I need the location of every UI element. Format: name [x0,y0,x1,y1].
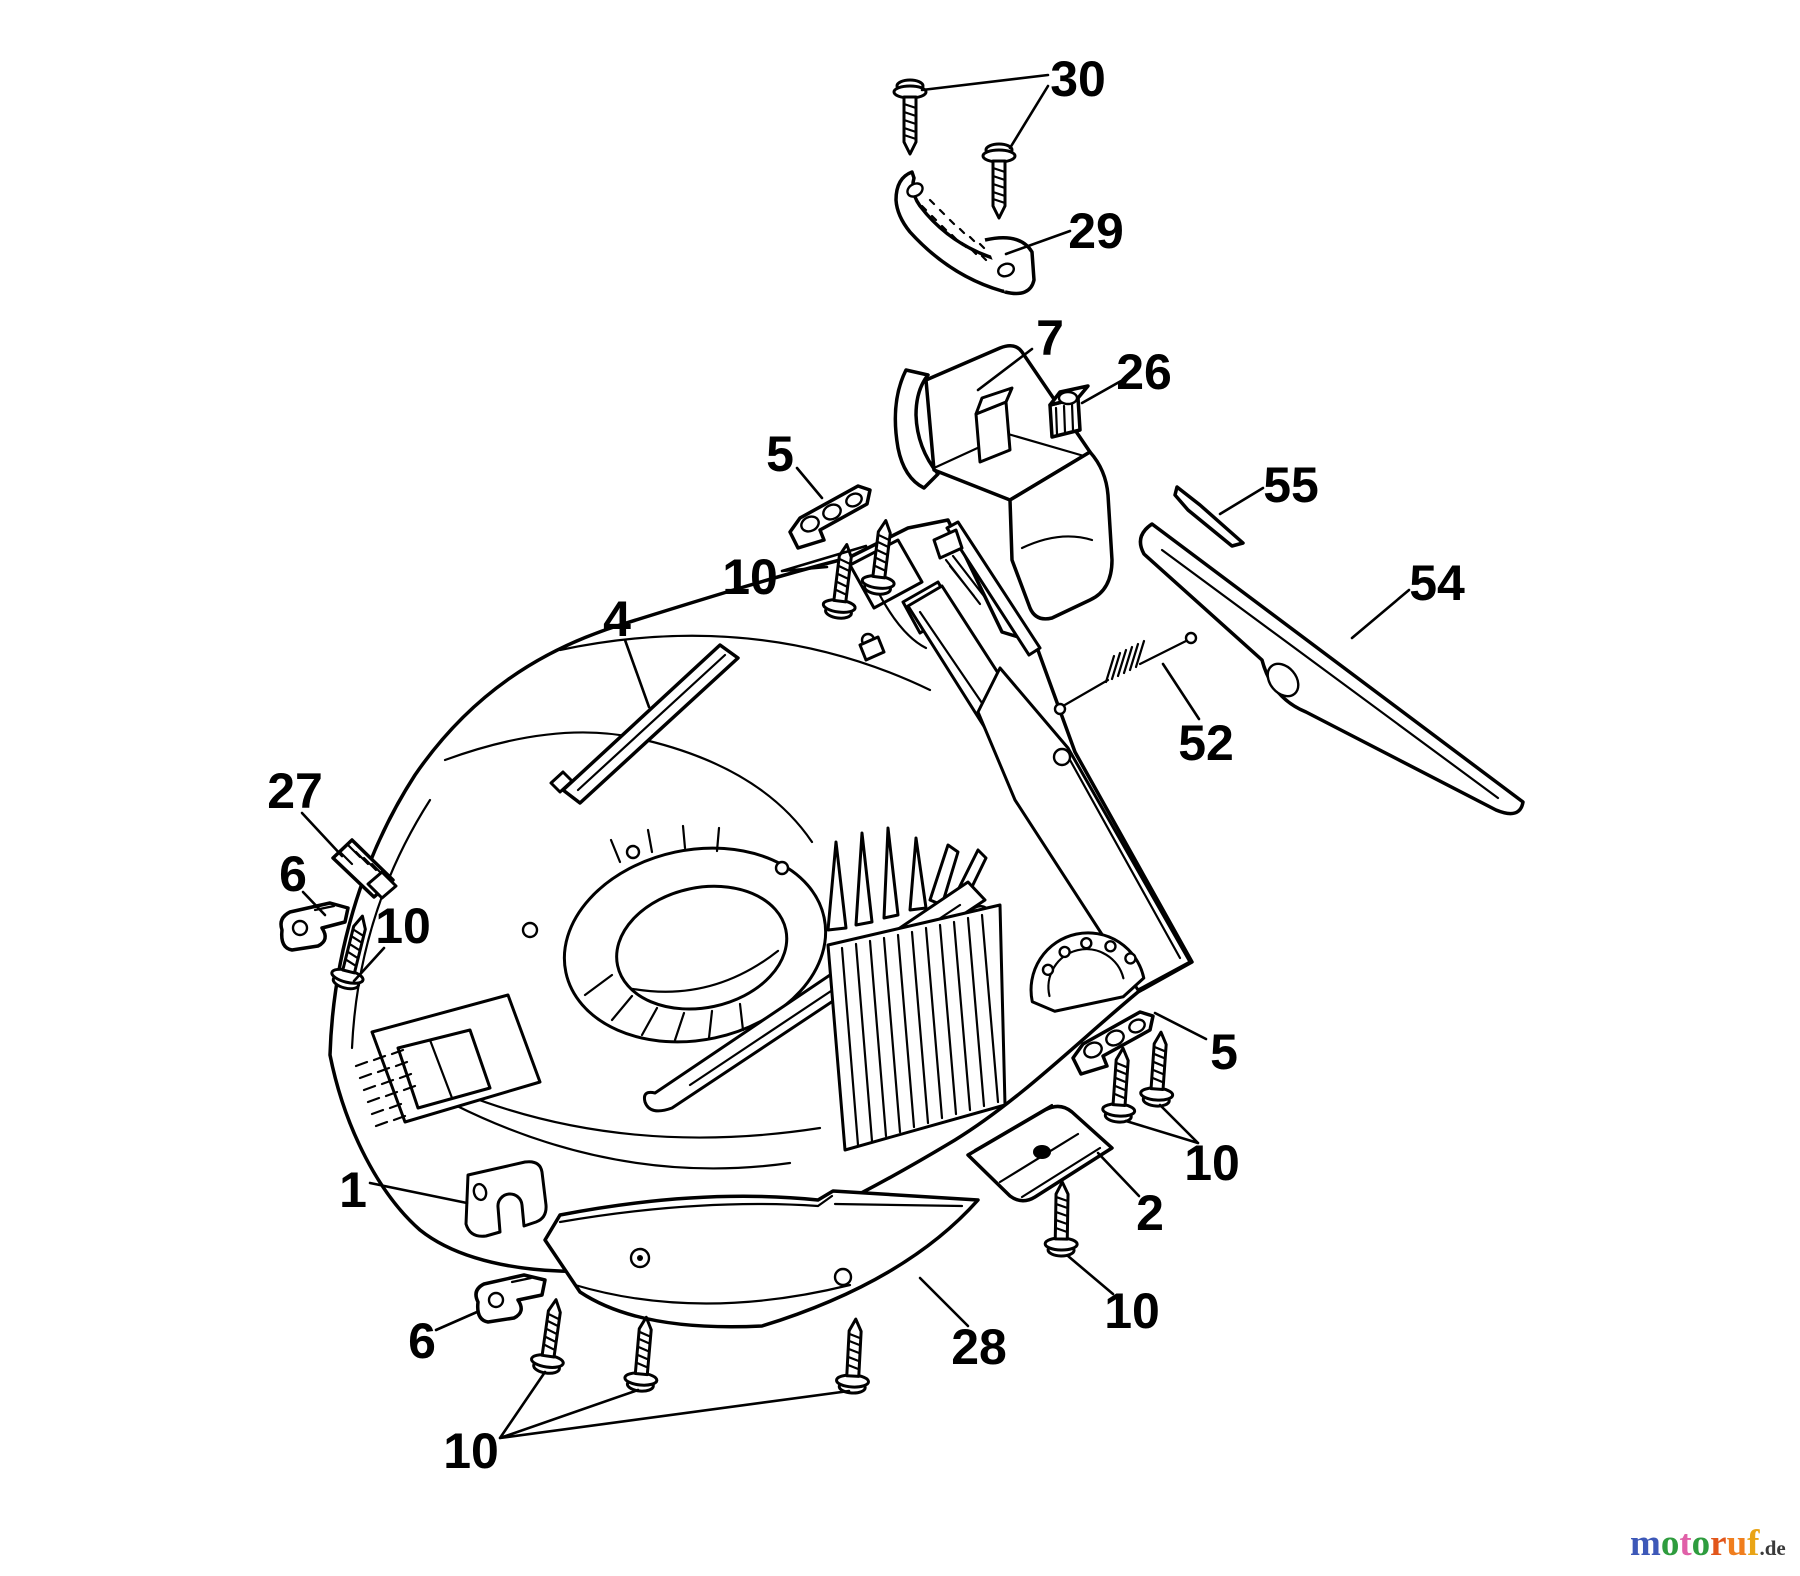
callout-label-30: 30 [1050,51,1106,107]
part-1-deck-housing [328,518,1194,1274]
part-6-clamp-upper [279,901,350,952]
part-5-bracket-upper [788,484,872,550]
callout-label-54: 54 [1409,555,1465,611]
leader-lines [300,73,1411,1440]
watermark-letters: motoruf [1630,1523,1760,1564]
callout-label-10: 10 [1104,1283,1160,1339]
watermark-logo: motoruf.de [1630,1522,1800,1574]
watermark-letter: u [1726,1523,1748,1564]
screw-icon [892,78,928,156]
watermark-letter: t [1679,1523,1692,1564]
screw-icon [1100,1045,1141,1125]
part-52-spring [1053,631,1198,716]
screw-icon [1043,1180,1080,1258]
callout-label-10: 10 [443,1423,499,1479]
callout-label-2: 2 [1136,1185,1164,1241]
watermark-suffix: .de [1759,1536,1786,1560]
part-4-trim-strip [549,643,740,805]
callout-label-5: 5 [766,426,794,482]
part-6-clamp-lower [474,1273,547,1324]
callout-label-5: 5 [1210,1024,1238,1080]
callout-label-26: 26 [1116,344,1172,400]
screw-icon [528,1295,574,1377]
part-55-insert [1173,485,1245,548]
callout-label-10: 10 [375,898,431,954]
part-26-square-nut [1048,384,1090,439]
callout-label-4: 4 [603,591,631,647]
part-27-latch-clip [331,838,398,900]
callout-label-1: 1 [339,1162,367,1218]
watermark-letter: o [1691,1523,1711,1564]
callout-label-52: 52 [1178,715,1234,771]
callout-label-6: 6 [408,1313,436,1369]
part-5-bracket-lower [1071,1010,1155,1076]
callout-label-29: 29 [1068,203,1124,259]
callout-label-10: 10 [1184,1135,1240,1191]
callout-label-55: 55 [1263,457,1319,513]
callout-label-27: 27 [267,763,323,819]
screw-icon [834,1316,874,1396]
part-7-rear-guard [893,344,1114,621]
watermark-letter: m [1630,1523,1661,1564]
screw-icon [981,142,1017,220]
screw-icon [622,1314,664,1394]
callout-label-28: 28 [951,1319,1007,1375]
part-2-cover-plate [966,1103,1114,1203]
watermark-letter: f [1747,1523,1760,1564]
watermark-letter: r [1710,1523,1727,1564]
part-28-baffle [543,1189,980,1329]
watermark-letter: o [1660,1523,1680,1564]
callout-label-7: 7 [1036,310,1064,366]
callout-label-6: 6 [279,846,307,902]
part-54-deflector [1138,522,1525,816]
callout-label-10: 10 [722,549,778,605]
part-29-handle-grip [894,170,1036,296]
screw-icon [1138,1029,1179,1109]
